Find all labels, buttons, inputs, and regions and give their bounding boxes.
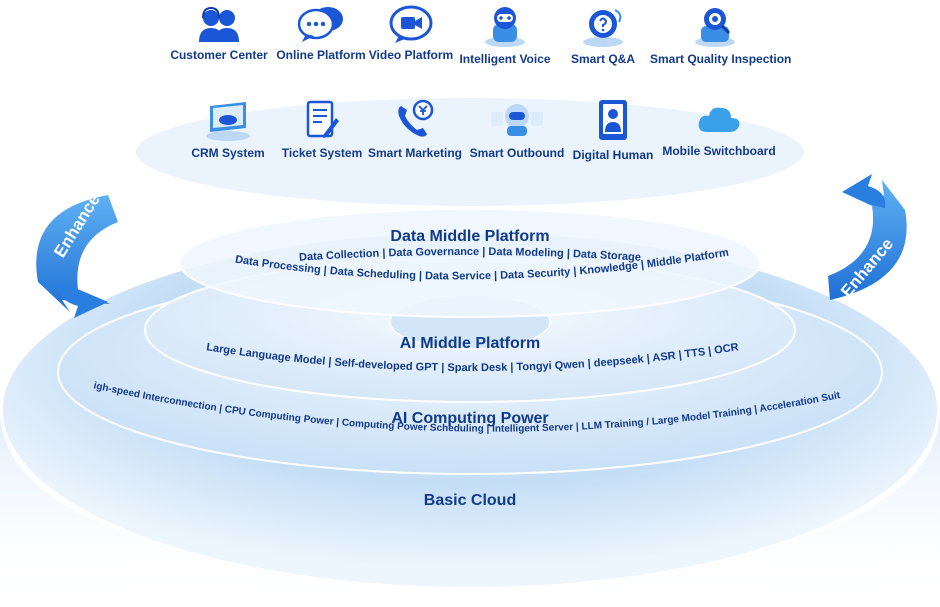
application-ellipse bbox=[134, 96, 806, 208]
label-smart-marketing: Smart Marketing bbox=[367, 146, 463, 160]
label-smart-outbound: Smart Outbound bbox=[469, 146, 565, 160]
basic-cloud-shadow bbox=[0, 410, 940, 607]
label-crm-system: CRM System bbox=[191, 146, 265, 160]
headset-team-icon bbox=[199, 6, 239, 42]
digital-human-icon bbox=[599, 100, 627, 140]
voice-robot-icon bbox=[485, 7, 525, 47]
icon-online-platform[interactable]: Online Platform bbox=[256, 4, 386, 62]
video-camera-icon bbox=[389, 5, 433, 43]
cloud-icon bbox=[698, 107, 740, 132]
ticket-document-icon bbox=[306, 100, 339, 138]
label-smart-quality-inspection: Smart Quality Inspection bbox=[650, 52, 792, 66]
icon-smart-qa[interactable]: Smart Q&A bbox=[538, 4, 668, 66]
icon-ticket-system[interactable]: Ticket System bbox=[257, 98, 387, 160]
crm-monitor-icon bbox=[206, 102, 250, 141]
icon-smart-outbound[interactable]: Smart Outbound bbox=[452, 98, 582, 160]
label-online-platform: Online Platform bbox=[276, 48, 366, 62]
label-ticket-system: Ticket System bbox=[281, 146, 363, 160]
data-middle-line1: Data Collection | Data Governance | Data… bbox=[299, 246, 642, 264]
icon-crm-system[interactable]: CRM System bbox=[163, 98, 293, 160]
data-middle-ellipse bbox=[179, 208, 761, 318]
label-digital-human: Digital Human bbox=[572, 148, 654, 162]
phone-yen-icon bbox=[398, 99, 434, 137]
qa-robot-icon bbox=[583, 9, 623, 47]
outbound-robot-icon bbox=[491, 104, 543, 136]
inspection-robot-icon bbox=[695, 8, 735, 47]
label-video-platform: Video Platform bbox=[368, 48, 454, 62]
icon-digital-human[interactable]: Digital Human bbox=[548, 96, 678, 162]
label-mobile-switchboard: Mobile Switchboard bbox=[662, 144, 776, 158]
label-intelligent-voice: Intelligent Voice bbox=[459, 52, 551, 66]
icon-smart-marketing[interactable]: Smart Marketing bbox=[350, 98, 480, 160]
ai-middle-title: AI Middle Platform bbox=[399, 335, 541, 352]
icon-customer-center[interactable]: Customer Center bbox=[154, 4, 284, 62]
basic-cloud-title: Basic Cloud bbox=[423, 492, 517, 509]
icon-intelligent-voice[interactable]: Intelligent Voice bbox=[440, 4, 570, 66]
label-smart-qa: Smart Q&A bbox=[570, 52, 635, 66]
data-middle-title: Data Middle Platform bbox=[390, 228, 550, 245]
chat-bubbles-icon bbox=[298, 7, 343, 42]
icon-video-platform[interactable]: Video Platform bbox=[346, 4, 476, 62]
label-customer-center: Customer Center bbox=[170, 48, 268, 62]
icon-smart-quality-inspection[interactable]: Smart Quality Inspection bbox=[650, 4, 792, 66]
computing-title: AI Computing Power bbox=[391, 410, 549, 427]
enhance-left-arrow bbox=[36, 195, 118, 318]
icon-mobile-switchboard[interactable]: Mobile Switchboard bbox=[654, 100, 784, 158]
enhance-right-arrow bbox=[828, 174, 907, 300]
